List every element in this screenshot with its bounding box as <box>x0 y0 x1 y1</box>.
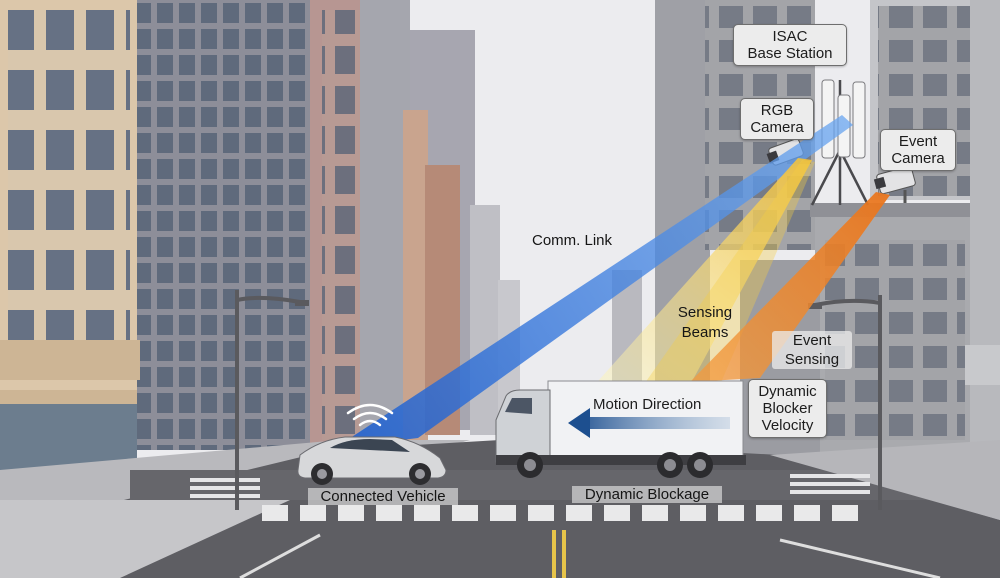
isac-base-station-label: ISAC Base Station <box>733 24 847 66</box>
tan-building-ledge <box>0 340 140 380</box>
glass-tower-side-windows <box>322 10 364 440</box>
rgb-camera-label: RGB Camera <box>740 98 814 140</box>
sensing-beams-label: Sensing Beams <box>670 303 740 343</box>
corner-building-roof <box>810 203 980 217</box>
connected-vehicle-label: Connected Vehicle <box>308 488 458 505</box>
antenna-panel <box>822 80 834 158</box>
mid-building <box>360 0 410 440</box>
dynamic-blockage-label: Dynamic Blockage <box>572 486 722 503</box>
antenna-panel <box>853 82 865 158</box>
tan-building-windows <box>8 10 130 340</box>
event-sensing-label: Event Sensing <box>772 331 852 369</box>
center-line <box>552 530 556 578</box>
center-line <box>562 530 566 578</box>
tan-building-storefront-frame <box>0 390 137 404</box>
motion-direction-label: Motion Direction <box>593 396 701 413</box>
distant-building <box>470 205 500 435</box>
far-right-ledge <box>965 345 1000 385</box>
dynamic-blocker-velocity-label: Dynamic Blocker Velocity <box>748 379 827 438</box>
comm-link-label: Comm. Link <box>522 232 622 249</box>
glass-tower <box>135 0 310 450</box>
event-camera-label: Event Camera <box>880 129 956 171</box>
